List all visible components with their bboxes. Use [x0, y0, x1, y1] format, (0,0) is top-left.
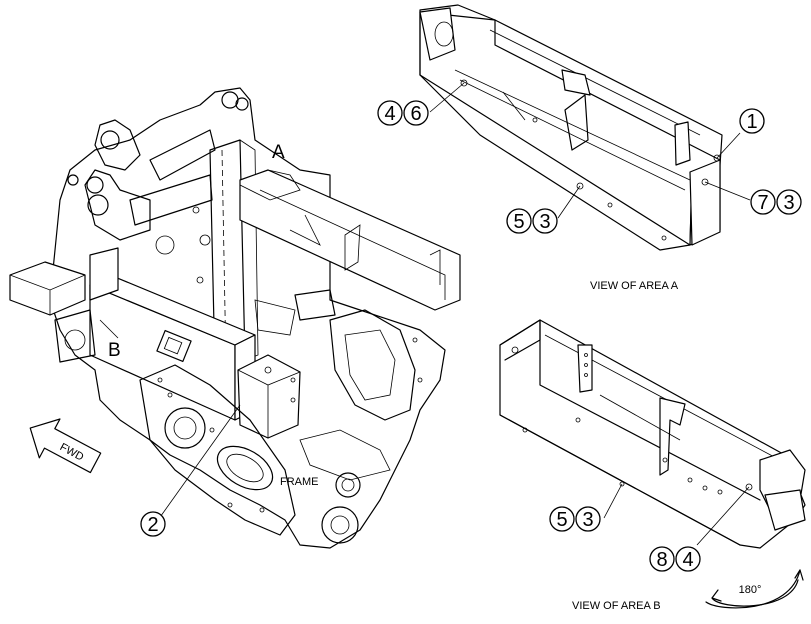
callout-5-area-a: 5 [506, 208, 532, 234]
area-b-label: B [108, 340, 121, 361]
svg-text:5: 5 [513, 211, 524, 233]
svg-text:5: 5 [556, 509, 567, 531]
callout-2: 2 [140, 511, 166, 537]
svg-text:7: 7 [757, 192, 768, 214]
callout-4-area-a: 4 [377, 100, 403, 126]
callout-3-area-a-right: 3 [776, 189, 802, 215]
frame-assembly [9, 87, 461, 549]
callout-3-area-a: 3 [532, 208, 558, 234]
view-area-b [499, 319, 806, 549]
callout-6: 6 [403, 100, 429, 126]
svg-text:8: 8 [656, 549, 667, 571]
svg-text:3: 3 [582, 509, 593, 531]
svg-text:3: 3 [783, 192, 794, 214]
view-area-a [419, 4, 723, 251]
svg-text:3: 3 [539, 211, 550, 233]
fwd-arrow-icon: FWD [29, 418, 102, 474]
rotation-label: 180° [739, 584, 762, 596]
svg-text:6: 6 [410, 103, 421, 125]
callout-1: 1 [739, 108, 765, 134]
rotate-arrow-icon: 180° [705, 569, 804, 609]
callout-7: 7 [750, 189, 776, 215]
view-area-b-caption: VIEW OF AREA B [572, 600, 661, 612]
frame-label: FRAME [280, 476, 319, 488]
callout-3-area-b: 3 [575, 506, 601, 532]
view-area-a-caption: VIEW OF AREA A [590, 280, 679, 292]
callout-5-area-b: 5 [549, 506, 575, 532]
svg-text:1: 1 [746, 111, 757, 133]
svg-text:4: 4 [682, 549, 693, 571]
svg-text:4: 4 [384, 103, 395, 125]
callout-8: 8 [649, 546, 675, 572]
leader-lines [99, 82, 751, 546]
callout-4-area-b: 4 [675, 546, 701, 572]
svg-text:2: 2 [147, 514, 158, 536]
area-a-label: A [272, 142, 285, 163]
